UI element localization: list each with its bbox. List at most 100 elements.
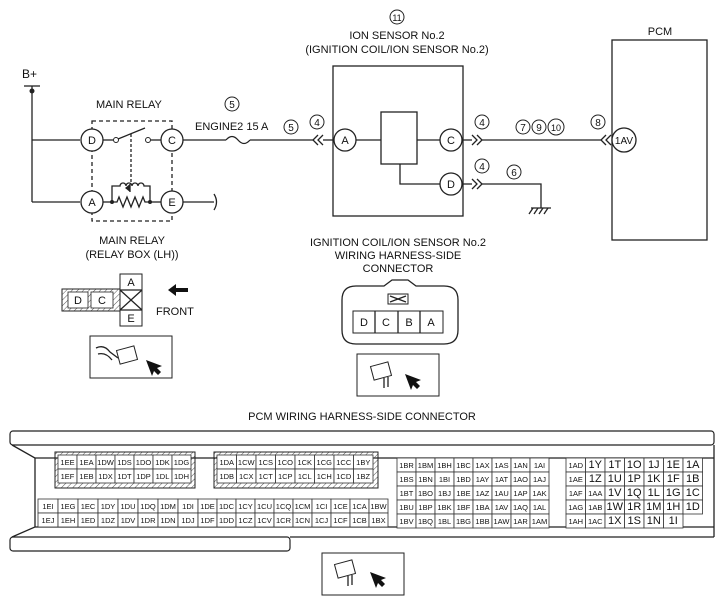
pcm-pin-1cc: 1CC bbox=[333, 454, 354, 470]
pcm-pin-1at: 1AT bbox=[491, 471, 512, 487]
svg-text:1DZ: 1DZ bbox=[101, 516, 116, 525]
svg-text:1BC: 1BC bbox=[456, 461, 471, 470]
svg-text:1AS: 1AS bbox=[494, 461, 508, 470]
svg-text:1DG: 1DG bbox=[174, 458, 190, 467]
pcm-pin-1ce: 1CE bbox=[330, 498, 351, 514]
svg-text:1BW: 1BW bbox=[370, 502, 387, 511]
pcm-pin-1cx: 1CX bbox=[236, 468, 257, 484]
pcm-pin-1af: 1AF bbox=[565, 485, 586, 501]
wire-ref-pcm-in: 8 bbox=[590, 114, 606, 130]
pcm-pin-1dq: 1DQ bbox=[137, 498, 159, 514]
pcm-pin-1q: 1Q bbox=[624, 485, 645, 501]
svg-text:1CL: 1CL bbox=[298, 472, 312, 481]
pcm-pin-1cy: 1CY bbox=[235, 498, 256, 514]
svg-text:1DL: 1DL bbox=[156, 472, 170, 481]
supply-junction bbox=[29, 88, 35, 94]
wire-ref-fuse: 5 bbox=[224, 96, 240, 112]
svg-text:7: 7 bbox=[520, 123, 526, 134]
pcm-pin-1eg: 1EG bbox=[57, 498, 79, 514]
svg-text:1CX: 1CX bbox=[239, 472, 254, 481]
pcm-pin-1da: 1DA bbox=[216, 454, 237, 470]
pcm-pin-1ab: 1AB bbox=[585, 499, 606, 515]
pcm-pin-1cj: 1CJ bbox=[311, 512, 332, 528]
svg-text:4: 4 bbox=[314, 118, 320, 129]
svg-text:1BB: 1BB bbox=[475, 517, 489, 526]
svg-text:1DP: 1DP bbox=[136, 472, 151, 481]
svg-text:1DT: 1DT bbox=[117, 472, 132, 481]
pcm-pin-1bv: 1BV bbox=[396, 513, 417, 529]
svg-text:1AJ: 1AJ bbox=[533, 475, 546, 484]
svg-text:1CG: 1CG bbox=[317, 458, 333, 467]
connector-sensor-c bbox=[471, 134, 483, 146]
pcm-pin-1db: 1DB bbox=[216, 468, 237, 484]
svg-text:1AQ: 1AQ bbox=[513, 503, 528, 512]
svg-text:1AU: 1AU bbox=[494, 489, 509, 498]
pcm-pin-1al: 1AL bbox=[529, 499, 550, 515]
svg-text:1BA: 1BA bbox=[475, 503, 489, 512]
pcm-pin-1ci: 1CI bbox=[311, 498, 332, 514]
main-relay-title: MAIN RELAY bbox=[96, 99, 162, 111]
pcm-pin-1bc: 1BC bbox=[453, 457, 474, 473]
wire-ref-pcm-9: 9 bbox=[531, 119, 547, 135]
pcm-pin-1ca: 1CA bbox=[349, 498, 370, 514]
pcm-pin-1dl: 1DL bbox=[152, 468, 173, 484]
pcm-pin-1bk: 1BK bbox=[434, 499, 455, 515]
sensor-connector-subtitle-2: CONNECTOR bbox=[363, 263, 434, 275]
pcm-pin-1dc: 1DC bbox=[216, 498, 237, 514]
pcm-pin-1d: 1D bbox=[682, 499, 703, 515]
wire-ref-fuse-out: 5 bbox=[283, 119, 299, 135]
pcm-pin-1w: 1W bbox=[604, 499, 625, 515]
svg-text:1DF: 1DF bbox=[200, 516, 215, 525]
svg-text:1ED: 1ED bbox=[81, 516, 96, 525]
svg-text:1BD: 1BD bbox=[456, 475, 471, 484]
main-relay-terminal-d: D bbox=[80, 128, 104, 152]
fuse-label: ENGINE2 15 A bbox=[195, 121, 269, 133]
pcm-pin-1e: 1E bbox=[663, 457, 684, 473]
svg-text:1AN: 1AN bbox=[513, 461, 528, 470]
svg-text:E: E bbox=[127, 313, 134, 325]
pcm-pin-1ck: 1CK bbox=[294, 454, 315, 470]
svg-text:C: C bbox=[447, 135, 455, 147]
svg-text:1EC: 1EC bbox=[81, 502, 96, 511]
pcm-pin-1dp: 1DP bbox=[133, 468, 154, 484]
svg-text:1I: 1I bbox=[669, 515, 678, 527]
svg-text:1CH: 1CH bbox=[317, 472, 332, 481]
svg-text:1U: 1U bbox=[608, 473, 622, 485]
svg-text:1CP: 1CP bbox=[278, 472, 293, 481]
svg-text:10: 10 bbox=[551, 123, 561, 133]
svg-text:1CW: 1CW bbox=[238, 458, 256, 467]
svg-text:1H: 1H bbox=[666, 501, 680, 513]
pcm-pin-1n: 1N bbox=[643, 513, 664, 529]
svg-text:1CB: 1CB bbox=[352, 516, 367, 525]
svg-text:1BX: 1BX bbox=[371, 516, 385, 525]
pcm-pin-1ef: 1EF bbox=[57, 468, 78, 484]
pcm-pin-1ej: 1EJ bbox=[37, 512, 59, 528]
svg-text:1AG: 1AG bbox=[568, 503, 583, 512]
pcm-pin-1ec: 1EC bbox=[77, 498, 99, 514]
pcm-pin-1bw: 1BW bbox=[368, 498, 389, 514]
pcm-pin-1z: 1Z bbox=[585, 471, 606, 487]
svg-text:1CT: 1CT bbox=[259, 472, 274, 481]
sensor-connector-title: IGNITION COIL/ION SENSOR No.2 bbox=[310, 237, 486, 249]
connector-sensor-a bbox=[312, 134, 324, 146]
svg-text:1DV: 1DV bbox=[121, 516, 136, 525]
pcm-pin-1cu: 1CU bbox=[254, 498, 275, 514]
svg-text:1BO: 1BO bbox=[418, 489, 433, 498]
pcm-pin-1aa: 1AA bbox=[585, 485, 606, 501]
pcm-pin-1ei: 1EI bbox=[37, 498, 59, 514]
svg-text:1T: 1T bbox=[608, 459, 621, 471]
svg-text:9: 9 bbox=[536, 123, 542, 134]
connector-sensor-d bbox=[471, 178, 483, 190]
svg-text:1AZ: 1AZ bbox=[476, 489, 490, 498]
svg-text:1DE: 1DE bbox=[200, 502, 215, 511]
svg-text:1BU: 1BU bbox=[399, 503, 414, 512]
pcm-pin-1g: 1G bbox=[663, 485, 684, 501]
svg-text:1DB: 1DB bbox=[219, 472, 234, 481]
svg-text:D: D bbox=[447, 179, 455, 191]
pcm-pin-1dt: 1DT bbox=[114, 468, 135, 484]
svg-text:1AM: 1AM bbox=[532, 517, 547, 526]
ion-sensor-subtitle: (IGNITION COIL/ION SENSOR No.2) bbox=[305, 44, 488, 56]
sensor-pin-c: C bbox=[382, 317, 390, 329]
svg-text:D: D bbox=[88, 135, 96, 147]
pcm-pin-1c: 1C bbox=[682, 485, 703, 501]
